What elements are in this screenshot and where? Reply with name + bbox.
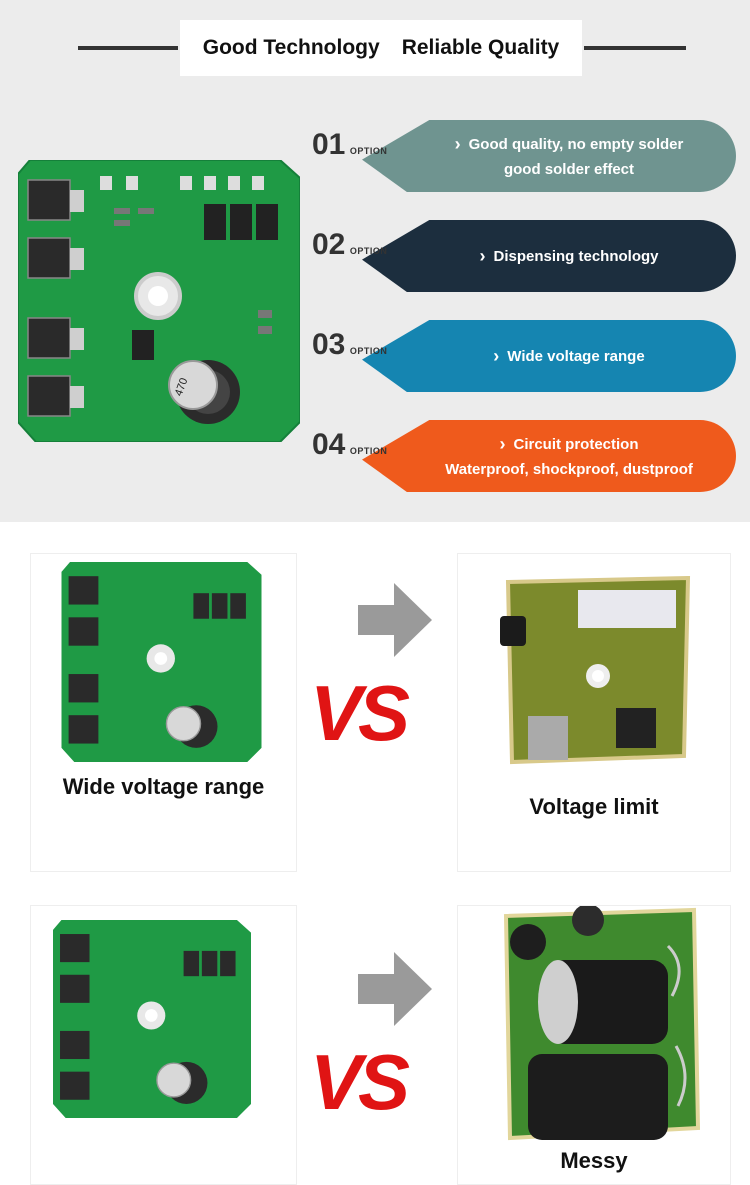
comparison-1-left-label: Wide voltage range (62, 774, 265, 799)
arrow-right-icon (358, 952, 432, 1026)
arrow-right-icon (358, 583, 432, 657)
title-left: Good Technology (202, 36, 380, 59)
feature-section: Good Technology Reliable Quality 470 › Go… (0, 0, 750, 522)
option-03-line-1: Wide voltage range (507, 347, 645, 365)
option-04-line-2: Waterproof, shockproof, dustproof (445, 461, 693, 478)
option-04-number: 04 (312, 428, 346, 461)
title-right: Reliable Quality (401, 36, 560, 59)
comparison-1-left-card: Wide voltage range (30, 553, 297, 872)
option-03-banner: › Wide voltage range (362, 320, 736, 392)
title-rule-left (78, 46, 178, 50)
cap-text-1: 470 (173, 376, 191, 397)
option-02-line-1: Dispensing technology (493, 247, 659, 265)
option-01-number: 01 (312, 128, 346, 161)
chevron-right-icon: › (454, 134, 461, 154)
comparison-2-left-card (30, 905, 297, 1185)
bad-pcb-voltage-image (500, 576, 691, 765)
chevron-right-icon: › (499, 434, 506, 454)
good-pcb-image (61, 562, 262, 762)
comparison-1-right-label: Voltage limit (529, 794, 659, 819)
option-03-label: OPTION (349, 346, 388, 356)
option-01-banner: › Good quality, no empty solder good sold… (362, 120, 736, 192)
option-04-badge: 04 OPTION (312, 430, 387, 460)
option-03-badge: 03 OPTION (312, 330, 387, 360)
option-02-label: OPTION (349, 246, 388, 256)
vs-label-2: VS (310, 1038, 410, 1126)
option-03-number: 03 (312, 328, 346, 361)
bad-pcb-messy-image (503, 906, 701, 1141)
option-04-line-1: Circuit protection (513, 436, 639, 453)
title-banner: Good Technology Reliable Quality (180, 20, 582, 76)
option-02-banner: › Dispensing technology (362, 220, 736, 292)
option-04-banner: › Circuit protection Waterproof, shockpro… (362, 420, 736, 492)
comparison-2-right-card: Messy (457, 905, 731, 1185)
svg-text:470: 470 (173, 376, 191, 397)
option-01-badge: 01 OPTION (312, 130, 387, 160)
chevron-right-icon: › (493, 345, 500, 366)
option-01-line-1: Good quality, no empty solder (468, 136, 684, 153)
option-01-label: OPTION (349, 146, 388, 156)
vs-label-1: VS (310, 669, 410, 757)
good-pcb-image-2 (53, 920, 251, 1118)
chevron-right-icon: › (479, 245, 486, 266)
option-01-line-2: good solder effect (503, 161, 634, 178)
comparison-1-right-card: Voltage limit (457, 553, 731, 872)
title-rule-right (584, 46, 686, 50)
comparison-2-right-label: Messy (560, 1148, 628, 1173)
option-02-number: 02 (312, 228, 346, 261)
pcb-board-image: 470 (18, 160, 300, 442)
option-04-label: OPTION (349, 446, 388, 456)
option-02-badge: 02 OPTION (312, 230, 387, 260)
